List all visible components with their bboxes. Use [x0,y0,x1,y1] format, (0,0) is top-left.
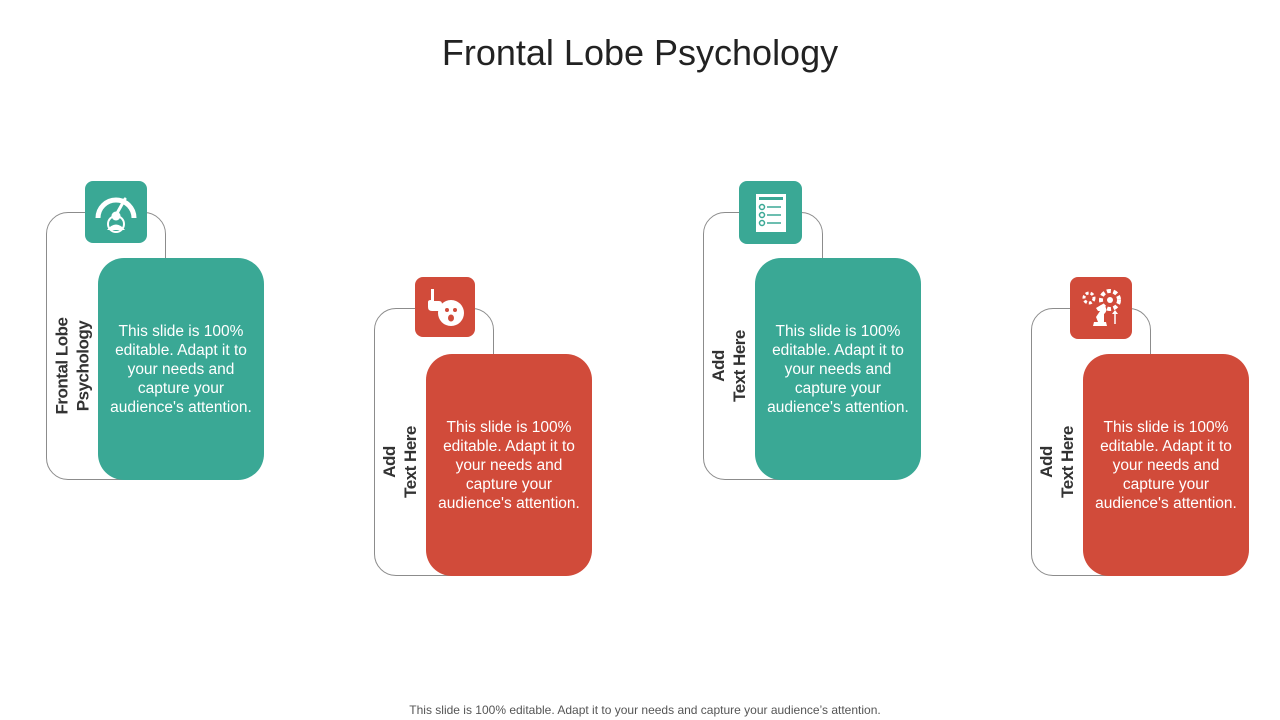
card-label: Add Text Here [709,330,749,402]
card-4: Add Text Here This slide is 100% editabl… [1031,277,1251,577]
card-body: This slide is 100% editable. Adapt it to… [98,258,264,480]
gauge-person-icon [85,181,147,243]
card-2: Add Text Here This slide is 100% editabl… [374,277,594,577]
page-title: Frontal Lobe Psychology [441,32,839,73]
hand-brain-icon [415,277,475,337]
card-body: This slide is 100% editable. Adapt it to… [755,258,921,480]
card-label: Add Text Here [1037,426,1077,498]
card-label: Frontal Lobe Psychology [52,317,93,415]
card-1: Frontal Lobe Psychology This slide is 10… [46,181,266,481]
checklist-icon [739,181,802,244]
gears-chess-icon [1070,277,1132,339]
card-3: Add Text Here This slide is 100% editabl… [703,181,923,481]
card-body: This slide is 100% editable. Adapt it to… [426,354,592,576]
card-label: Add Text Here [380,426,420,498]
footer-note: This slide is 100% editable. Adapt it to… [409,703,881,717]
card-body: This slide is 100% editable. Adapt it to… [1083,354,1249,576]
